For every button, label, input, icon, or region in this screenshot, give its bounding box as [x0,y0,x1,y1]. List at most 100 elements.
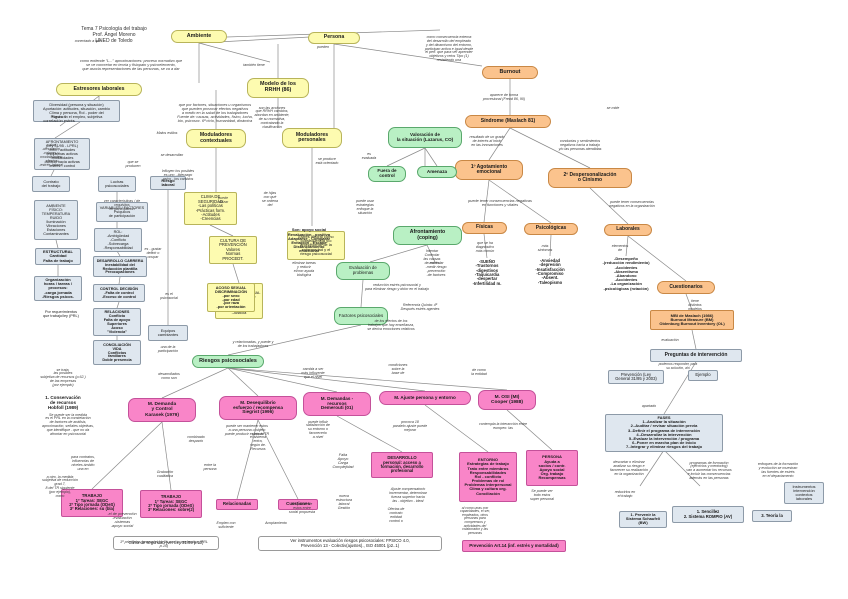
concept-node[interactable]: Fuera de control [368,166,406,182]
edge-label: cuando el sistema entra, según de. Recur… [249,431,267,451]
concept-node[interactable]: Estrés laboral como consecuencia y/o ant… [287,231,345,260]
concept-node[interactable]: Relacionadas [216,499,258,510]
edge-label: combinado despacio [187,434,205,443]
concept-node[interactable]: Físicas [462,222,507,234]
edge-label: Empleo con suficiente [216,520,236,529]
edge-label: a otro, la medida subjetiva de reducción… [42,474,78,498]
concept-node[interactable]: Burnout [482,66,538,79]
concept-node[interactable]: Clima de seguridad (ver Ley 31/95 p.10) [113,536,219,550]
connector-line [386,147,426,167]
edge-label: conductas y sentimientos negativos hacia… [558,139,602,151]
edge-label: puede utilizar [217,195,229,204]
concept-node[interactable]: ESTRUCTURAL Cantidad Falta de trabajo [35,248,81,265]
concept-node[interactable]: Moduladores personales [282,128,342,148]
concept-node[interactable]: Moduladores contextuales [186,129,246,148]
concept-node[interactable]: Diversidad (persona y situación) Aportac… [33,100,120,122]
edge-label: resultado de un grado de interés al inic… [469,135,505,147]
concept-node[interactable]: Ambiente [171,30,227,43]
concept-node[interactable]: Modelo de los RRHH (86) [247,78,309,98]
concept-node[interactable]: PERSONA Ayuda a socios / contr. Apoyo so… [526,450,578,486]
edge-label: provoca 18 paralelo ajuste puede mejorar [392,420,428,432]
concept-node[interactable]: DESARROLLO personal: acceso a formación,… [371,452,433,478]
concept-node[interactable]: AMBIENTE FÍSICO: TEMPERATURA RUIDO Ilumi… [34,200,78,240]
edge-label: al como unas con capacidades, el ser, em… [460,505,490,535]
concept-node[interactable]: ACOSO SEXUAL DISCRIMINACIÓN -por sexo -p… [207,283,255,312]
edge-label: tiene distintos modelos [688,299,702,311]
concept-node[interactable]: DESARROLLO CARRERA Inestabilidad del Red… [93,256,147,277]
concept-node[interactable]: CLIMA DE SEGURIDAD -Las políticas -Práct… [184,192,237,225]
concept-node[interactable]: Psicológicas [524,223,578,235]
edge-label: puede usar estrategias enfoque la situac… [356,199,374,215]
connector-line [232,263,240,284]
edge-label: que se ha diagnóstico más común [475,241,495,253]
edge-label: puede ser mantener estos a una persona u… [224,424,270,436]
concept-node[interactable]: MBI de Maslach (1986) Burnout Measure (B… [650,310,734,330]
concept-node[interactable]: Prevención (Ley General 31/95 y 2003) [608,370,664,384]
concept-node[interactable]: 1. Prevenir la Sistema Schaufeli (BW) [619,511,667,528]
concept-node[interactable]: Organización horas / tareas / procesos: … [34,276,82,301]
concept-node[interactable]: Factores psicosociales [334,307,388,325]
concept-node[interactable]: 2º Despersonalización o Cinismo [548,168,632,188]
concept-node[interactable]: 3. Teoría la [752,510,792,522]
concept-node[interactable]: Equipos cambiantes [148,325,188,341]
concept-node[interactable]: ENTORNO Estrategias de trabajo Trato ent… [459,452,517,502]
concept-node[interactable]: CONTROL DECISIÓN -Falta de control -Exce… [93,284,145,302]
concept-node[interactable]: TRABAJO 1º Tareas: SEGC 2º Tipo jornada … [61,489,123,517]
concept-node[interactable]: ROL: -Ambigüedad -Conflicto -Sobrecarga … [94,228,142,252]
concept-node[interactable]: M. Ajuste persona y entorno [379,391,471,405]
concept-node[interactable]: Figura 1 correlación estrés [43,113,75,123]
edge-label: reducción estrés psicosocial y para elim… [364,283,430,291]
edge-label: No puede de estos entre social propuesta [288,502,316,514]
concept-node[interactable]: CULTURA DE PREVENCIÓN Valores Normas PRO… [209,236,257,264]
concept-node[interactable]: Laborales [604,224,652,236]
concept-node[interactable]: M. OSI (MI) Cooper (1988) [478,390,536,410]
concept-node[interactable]: TRABAJO 1º Tareas: SEGC 2º Tipo jornada … [140,490,202,518]
concept-node[interactable]: Ejemplo [688,370,718,381]
concept-node[interactable]: M. Demandas - recursos Demerouti (01) [303,392,371,416]
edge-label: entre la persona [203,462,217,471]
concept-node[interactable]: 1. Sencillez 2. Sistema ROMPIO (AV) [672,506,744,523]
concept-node[interactable]: Por requerimientos que trabajo/ley (PRL) [43,310,79,318]
concept-node[interactable]: Contrato del trabajo [32,176,70,192]
connector-line [209,224,234,237]
edge-label: apartado [641,404,657,409]
concept-node[interactable]: Instrumentos intervención contextos labo… [784,482,824,504]
concept-node[interactable]: Riesgos psicosociales [192,355,264,368]
concept-node[interactable]: CONCILIACIÓN VIDA Conflictos familiares … [93,340,141,365]
concept-node[interactable]: Afrontamiento (coping) [393,226,462,245]
concept-node[interactable]: RELACIONES Conflicto Falta de apoyo Supe… [93,308,141,336]
concept-node[interactable]: 1º Agotamiento emocional [455,160,523,180]
concept-node[interactable]: Amenaza [417,166,457,178]
connector-line [198,42,271,63]
concept-node[interactable]: Ver instrumentos evaluación riesgos psic… [258,536,442,551]
edge-label: también tiene [243,62,265,67]
concept-node[interactable]: FASES 1.-Analizar la situación 2.-Audita… [605,414,723,452]
concept-node[interactable]: Riesgo laboral [150,176,186,190]
concept-node[interactable]: Prevención Art.14 (inf. estrés y mortali… [462,540,566,552]
concept-node[interactable]: AFRONTAMIENTO (Ley 31/95 - LPRL) -reto -… [34,138,90,170]
edge-label: como entiende "L..." aproximaciones: pro… [79,59,183,71]
concept-node[interactable]: Síndrome (Maslach 81) [465,115,551,128]
edge-label: -el de prevención -evaluación -sistemas … [107,512,137,528]
edge-label: se trata, las posibles subjetiva de recu… [40,367,86,387]
edge-label: -controlar -medir riesgo -prevención -de… [425,261,447,277]
edge-label: descartar o eliminar analizar su riesgo … [610,460,648,476]
concept-node[interactable]: Valoración de la situación (Lazarus, CO) [388,127,462,148]
concept-node[interactable]: Cuestiones [278,499,318,510]
concept-node[interactable]: Evaluación de problemas [336,262,390,280]
edge-label: Intentar Controlar las causas de estrés [423,249,441,265]
edge-label: reducirlos en el trabajo [614,489,636,498]
edge-label: puede influir satisfacción de su entorno… [306,419,330,439]
edge-label: podemos responder, para su solución, ahí [658,361,698,370]
concept-node[interactable]: Cuestionarios [657,281,715,294]
concept-node[interactable]: Persona [308,32,360,44]
concept-node[interactable]: Luchas psicosociales [98,176,136,192]
concept-node[interactable]: M. Desequilibrio esfuerzo / recompensa S… [219,396,297,420]
concept-node[interactable]: Preguntas de intervención [650,349,742,362]
concept-node[interactable]: M. Demanda y Control Karasek (1979) [128,398,196,422]
edge-label: -Ansiedad -depresión -Insatisfacción -Co… [535,257,565,285]
edge-label: Malos estilos [156,130,178,135]
concept-node[interactable]: VARIABLES / FACTORES Psíquicos de partic… [96,202,148,222]
edge-label: elementos de [611,243,629,252]
concept-node[interactable]: Estresores laborales [56,83,142,96]
